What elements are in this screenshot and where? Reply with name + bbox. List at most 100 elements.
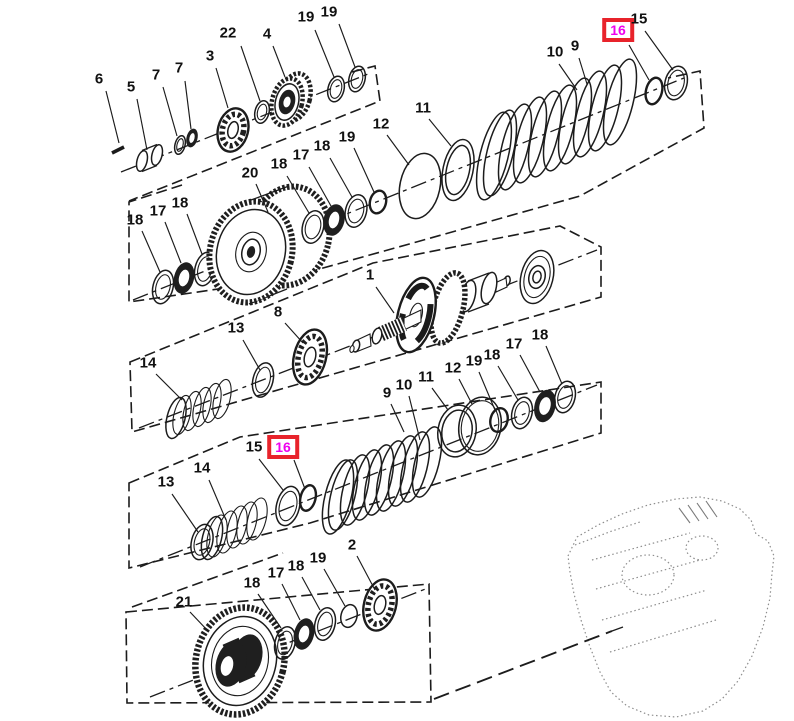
- ring-12-d: [457, 396, 503, 456]
- leader-line-18: [329, 157, 353, 198]
- leader-line-20: [255, 183, 269, 213]
- ring-18-b3: [301, 210, 325, 244]
- disc-plate-c: [519, 249, 555, 305]
- ring-18-e2: [313, 607, 337, 641]
- ring-17-d: [534, 389, 556, 423]
- leader-line-6: [105, 90, 120, 144]
- lock-plate-11-b: [441, 138, 475, 202]
- ring-19-b: [368, 189, 388, 215]
- bearing-8: [291, 328, 329, 386]
- lock-plate-11-d: [437, 404, 477, 458]
- ring-22: [253, 99, 271, 125]
- ring-19-e: [340, 603, 358, 629]
- leader-lines: [105, 23, 674, 632]
- leader-line-17: [308, 166, 332, 207]
- leader-line-1: [375, 286, 395, 314]
- leader-line-5: [136, 98, 148, 151]
- ring-19-d: [489, 406, 509, 434]
- group-box-bottom: [125, 583, 432, 704]
- ring-19a: [326, 75, 346, 103]
- leader-line-17: [164, 221, 182, 264]
- ring-17-e: [293, 618, 315, 650]
- ring-18-b4: [344, 194, 368, 228]
- leader-line-18: [497, 365, 519, 401]
- leader-line-9: [390, 403, 405, 433]
- pin-6: [111, 145, 125, 155]
- leader-line-21: [189, 611, 209, 632]
- ring-19b: [347, 65, 367, 93]
- ring-18-e1: [273, 626, 297, 660]
- housing-hatching: [678, 500, 718, 524]
- housing-sketch: [567, 496, 775, 718]
- leader-line-19: [353, 147, 375, 193]
- leader-line-22: [240, 45, 261, 102]
- ring-17-b1: [173, 262, 195, 294]
- leader-line-3: [215, 67, 229, 109]
- leader-line-18: [301, 576, 321, 611]
- housing-rib: [595, 559, 701, 590]
- clutch-pack-9-10-d: [321, 426, 443, 535]
- group-box-bottom-tick: [131, 552, 284, 608]
- ring-18-d1: [510, 396, 534, 430]
- leader-line-18: [186, 213, 203, 255]
- leader-line-15: [644, 30, 674, 71]
- housing-outline: [567, 496, 775, 718]
- leader-line-7: [184, 80, 192, 130]
- housing-bore: [685, 535, 719, 561]
- group-boxes: [125, 64, 705, 704]
- leader-line-15: [258, 458, 284, 491]
- leader-line-13: [171, 493, 199, 533]
- leader-line-10: [408, 395, 421, 441]
- leader-line-14: [155, 373, 183, 401]
- ring-16-b: [644, 76, 664, 106]
- leader-line-10: [558, 63, 578, 91]
- leader-line-19: [314, 29, 335, 78]
- leader-line-9: [578, 57, 588, 85]
- leader-line-12: [386, 134, 410, 166]
- housing-rib: [609, 619, 717, 653]
- leader-line-7: [162, 86, 178, 137]
- coil-spring-9-10: [475, 58, 638, 201]
- leader-line-18: [286, 175, 310, 214]
- leader-line-4: [272, 45, 286, 78]
- leader-line-17: [519, 354, 541, 393]
- leader-line-18: [141, 230, 161, 273]
- leader-line-18: [545, 345, 563, 385]
- leader-line-2: [356, 555, 376, 591]
- ring-17-b2: [323, 204, 345, 236]
- group-box-clutch: [128, 381, 602, 570]
- leader-line-18: [257, 593, 282, 629]
- bushing-5: [135, 143, 164, 173]
- ring-15-d: [275, 485, 301, 527]
- group-box-upper: [128, 70, 705, 303]
- housing-connector-line: [433, 630, 613, 700]
- leader-line-19: [338, 23, 356, 68]
- leader-line-13: [242, 339, 261, 371]
- housing-rib: [601, 589, 708, 621]
- axis-lines: [120, 73, 685, 698]
- group-box-mainshaft: [129, 225, 602, 434]
- ring-7a: [173, 134, 187, 156]
- housing-connector-tip: [611, 626, 624, 632]
- ring-16-d: [298, 484, 318, 512]
- bearing-2: [362, 578, 398, 632]
- ring-7b: [186, 128, 198, 148]
- ring-18-b1: [151, 269, 175, 305]
- gear-4: [269, 71, 313, 128]
- leader-line-16: [293, 459, 306, 490]
- snap-ring-12-b: [398, 152, 442, 220]
- housing-rib: [591, 532, 691, 561]
- leader-line-17: [281, 583, 301, 621]
- leader-line-19: [478, 371, 496, 411]
- shaft-assembly-1: [349, 270, 511, 354]
- group-box-top: [128, 64, 381, 202]
- gear-20: [206, 183, 333, 306]
- housing-bore: [621, 554, 675, 596]
- leader-line-11: [431, 387, 449, 411]
- leader-line-19: [323, 568, 346, 607]
- leader-line-14: [208, 479, 227, 521]
- housing-flange: [574, 521, 641, 546]
- wave-springs-14-d: [200, 497, 268, 561]
